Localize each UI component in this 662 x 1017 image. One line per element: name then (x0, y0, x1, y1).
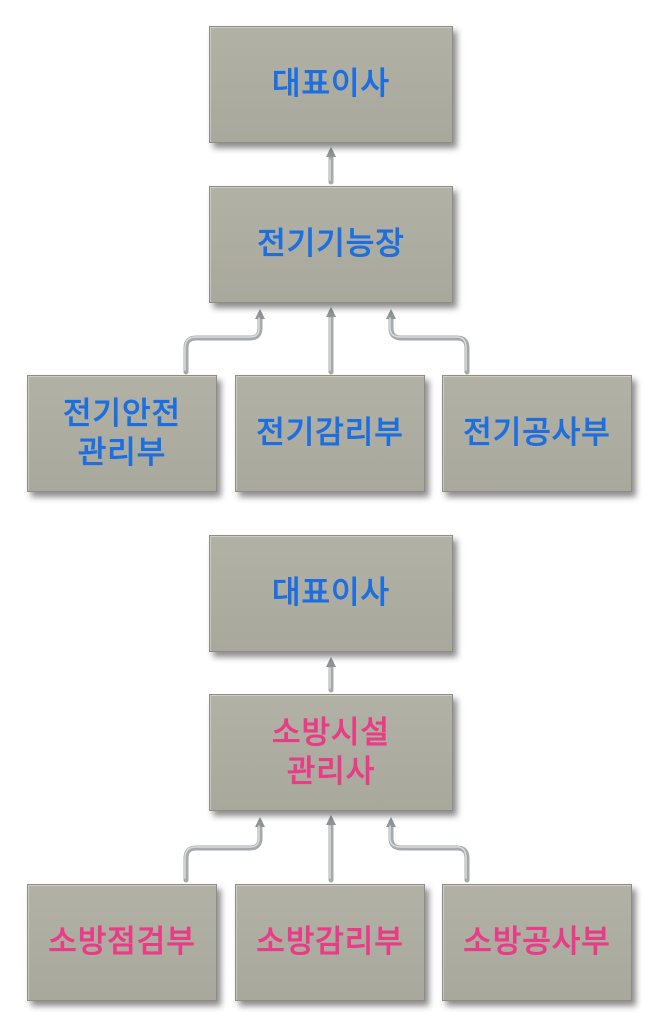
fire-middle-label: 소방시설 관리사 (271, 714, 391, 790)
arrow-left-branch-2 (183, 817, 265, 883)
electric-branch-safety: 전기안전 관리부 (27, 375, 217, 492)
arrow-left-branch (183, 309, 265, 375)
electric-branch-label: 전기감리부 (256, 415, 404, 452)
electric-top-label: 대표이사 (271, 66, 391, 103)
arrow-right-branch-2 (386, 817, 470, 883)
fire-branch-label: 소방감리부 (256, 924, 404, 961)
fire-branch-supervision: 소방감리부 (235, 884, 425, 1001)
fire-top-label: 대표이사 (271, 575, 391, 612)
electric-middle-label: 전기기능장 (257, 226, 405, 263)
arrow-right-branch (386, 309, 470, 375)
fire-middle-node: 소방시설 관리사 (209, 694, 453, 811)
fire-branch-inspection: 소방점검부 (27, 884, 217, 1001)
electric-branch-supervision: 전기감리부 (235, 375, 425, 492)
fire-top-node: 대표이사 (209, 535, 453, 652)
electric-branch-construction: 전기공사부 (442, 375, 632, 492)
electric-branch-label: 전기공사부 (463, 415, 611, 452)
electric-middle-node: 전기기능장 (209, 186, 453, 303)
fire-branch-label: 소방공사부 (463, 924, 611, 961)
fire-branch-construction: 소방공사부 (442, 884, 632, 1001)
electric-branch-label: 전기안전 관리부 (62, 395, 182, 471)
electric-top-node: 대표이사 (209, 26, 453, 143)
fire-branch-label: 소방점검부 (48, 924, 196, 961)
